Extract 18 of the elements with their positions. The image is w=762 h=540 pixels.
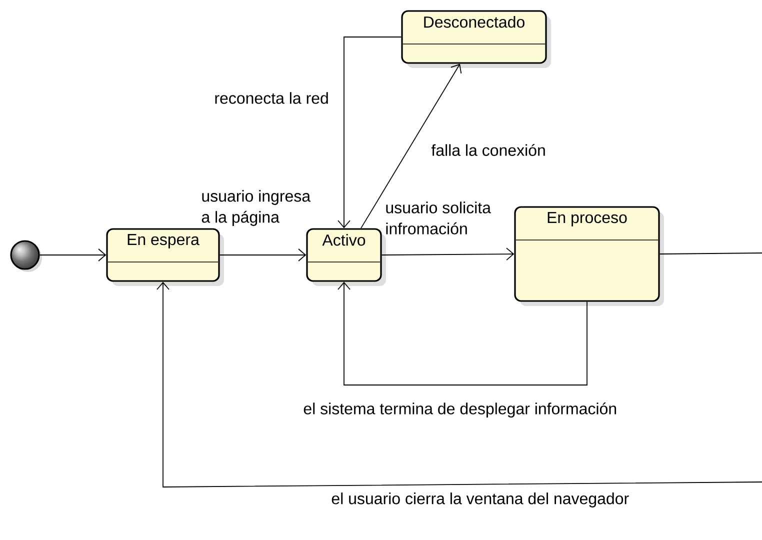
initial-state: [10, 240, 42, 272]
edge-label: usuario ingresa a la página: [202, 190, 311, 226]
arrow: [156, 282, 762, 488]
edge-label: falla la conexión: [431, 144, 545, 156]
edge-label: usuario solicita infromación: [386, 202, 491, 234]
edge-label: el usuario cierra la ventana del navegador: [332, 492, 629, 508]
arrow: [39, 248, 106, 262]
state-box: En espera: [106, 228, 224, 286]
state-box: Activo: [306, 228, 386, 286]
arrow: [360, 64, 462, 229]
state-box: En proceso: [514, 206, 664, 306]
edge-label: el sistema termina de desplegar información: [304, 402, 616, 418]
arrow: [338, 36, 402, 228]
arrow: [219, 248, 306, 262]
state-box: Desconectado: [401, 10, 551, 68]
arrow: [381, 248, 514, 260]
edge-label: reconecta la red: [215, 92, 328, 104]
arrow: [338, 282, 588, 386]
